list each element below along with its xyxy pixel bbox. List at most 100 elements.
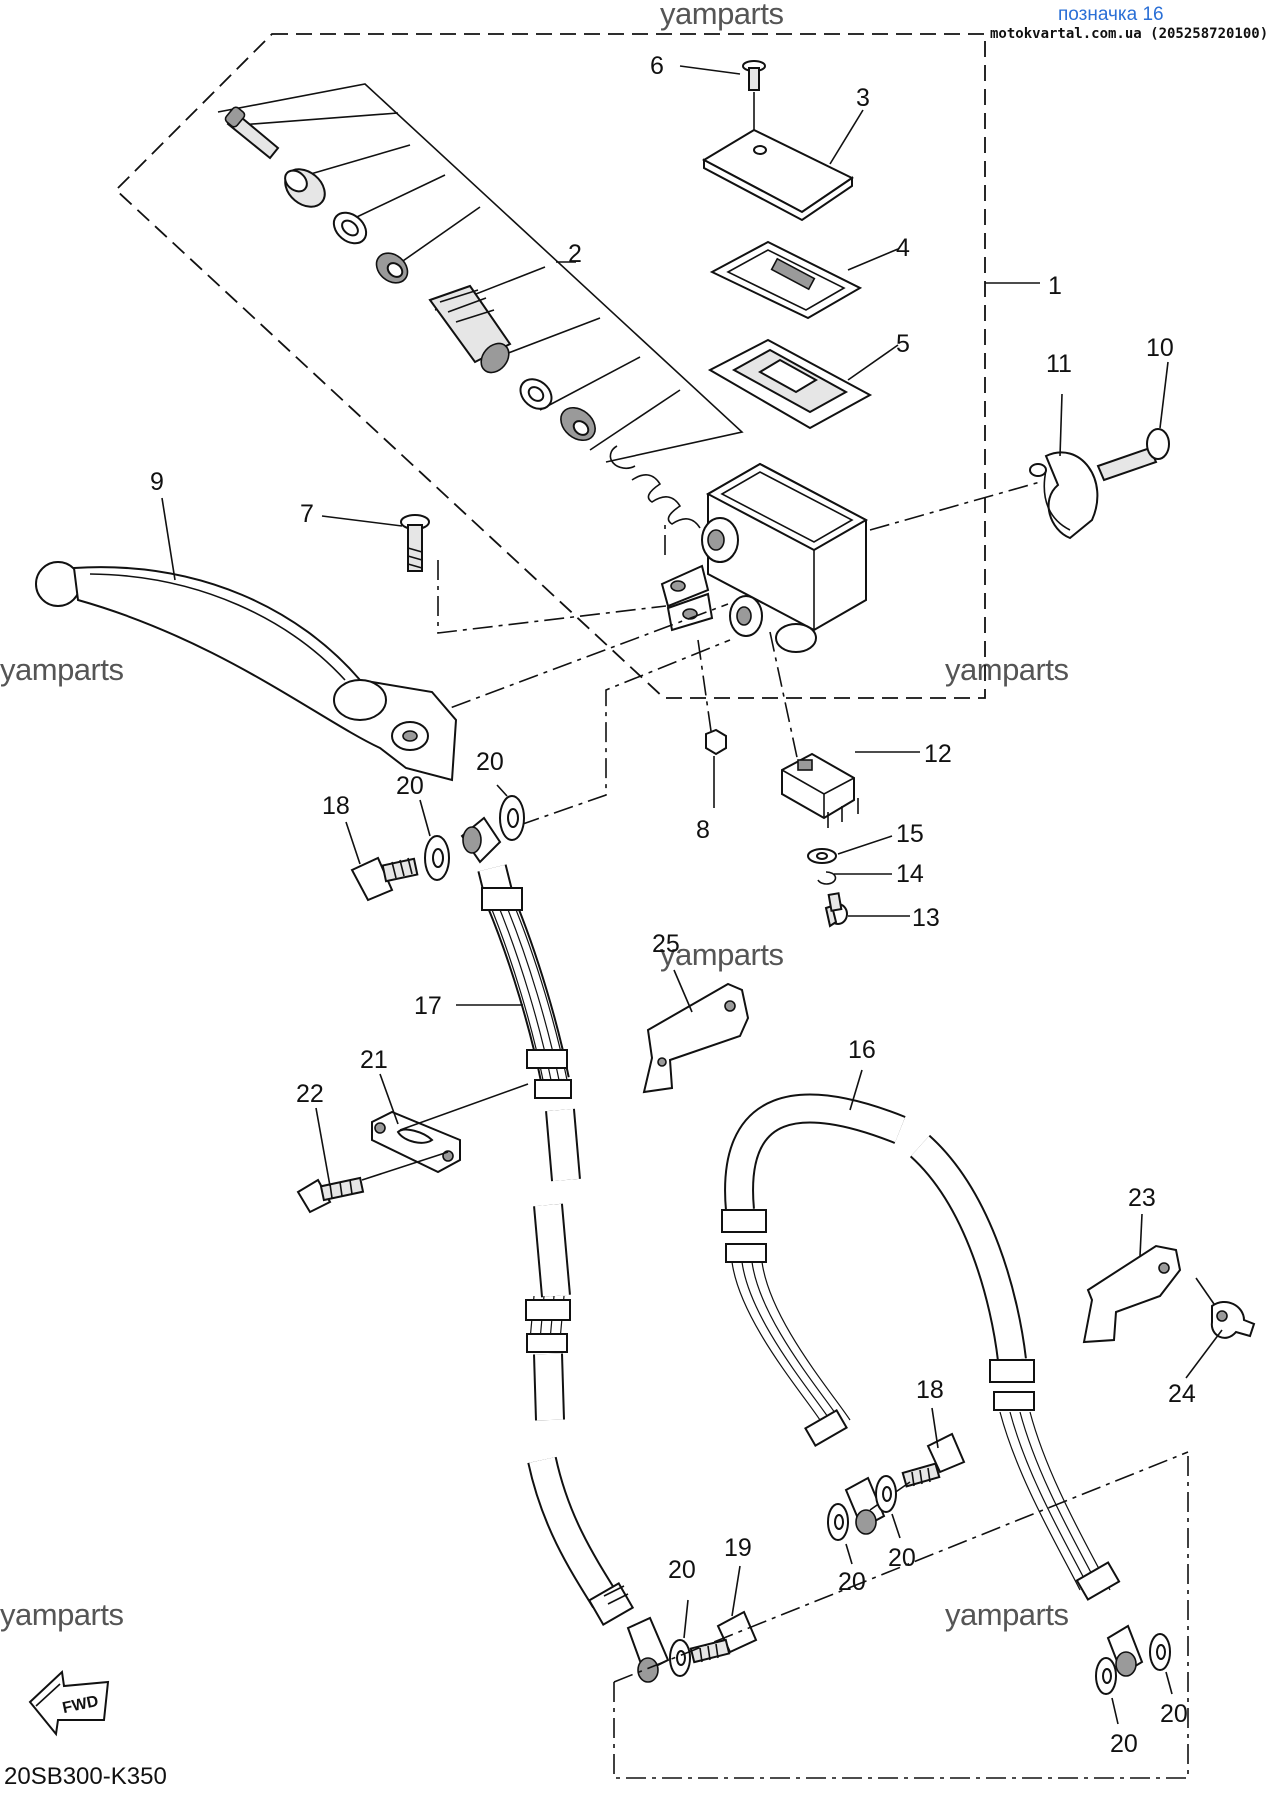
callout-22: 22 (296, 1080, 324, 1108)
callout-2: 2 (568, 240, 582, 268)
union-bolt-18-upper (350, 856, 419, 902)
watermark-left-lower: yamparts (0, 1597, 124, 1632)
nut-alignment-line (697, 639, 715, 753)
callout-12: 12 (924, 740, 952, 768)
leader-6 (679, 65, 741, 75)
copper-washer-20-f (1095, 1657, 1117, 1695)
clamp-alignment-line (869, 481, 1041, 531)
piston-kit-tick-lines (239, 112, 681, 451)
leader-5 (847, 344, 899, 381)
hose-bracket-25 (642, 982, 750, 1094)
reservoir-cap (701, 128, 854, 222)
callout-10: 10 (1146, 334, 1174, 362)
leader-20-f (1111, 1697, 1119, 1725)
banjo-alignment-line (519, 639, 731, 826)
guide-to-hose-line (399, 1083, 529, 1131)
leader-25 (673, 969, 693, 1013)
callout-14: 14 (896, 860, 924, 888)
leader-11 (1059, 393, 1063, 457)
fwd-arrow-icon: FWD (28, 1669, 110, 1737)
callout-20-c: 20 (838, 1568, 866, 1596)
piston-rod (224, 106, 280, 160)
header-site-info: motokvartal.com.ua (205258720100) (990, 26, 1269, 42)
copper-washer-20-d (875, 1475, 897, 1513)
leader-20-e (683, 1599, 689, 1639)
diagram-code: 20SB300-K350 (4, 1763, 167, 1790)
piston-cup-large (560, 406, 596, 442)
callout-7: 7 (300, 500, 314, 528)
diaphragm (707, 338, 873, 430)
callout-24: 24 (1168, 1380, 1196, 1408)
callout-6: 6 (650, 52, 664, 80)
leader-10 (1159, 361, 1169, 429)
circlip (609, 445, 636, 470)
callout-9: 9 (150, 468, 164, 496)
copper-washer-20-c (827, 1503, 849, 1541)
leader-18-lower (931, 1407, 939, 1449)
callout-labels: 1 2 3 4 5 6 7 8 9 10 11 12 13 14 15 16 1… (150, 52, 1196, 1758)
bolt-22-axis (361, 1151, 449, 1181)
callout-21: 21 (360, 1046, 388, 1074)
callout-25: 25 (652, 930, 680, 958)
watermark-right-lower: yamparts (945, 1597, 1069, 1632)
leader-20-c (845, 1543, 853, 1565)
callout-1: 1 (1048, 272, 1062, 300)
callout-11: 11 (1046, 350, 1072, 378)
bolt-22 (296, 1176, 365, 1214)
caliper-connection-boundary (613, 1452, 1189, 1779)
watermark-top: yamparts (660, 0, 784, 31)
diaphragm-plate (709, 240, 863, 320)
callout-20-a: 20 (396, 772, 424, 800)
watermark-center: yamparts (660, 937, 784, 972)
callout-20-b: 20 (476, 748, 504, 776)
leader-3 (829, 109, 864, 165)
master-cylinder-body (660, 462, 869, 653)
hose-bracket-23 (1082, 1244, 1182, 1344)
leader-16 (849, 1069, 863, 1111)
leader-15 (837, 835, 893, 855)
callout-17: 17 (414, 992, 442, 1020)
watermark-right-upper: yamparts (945, 652, 1069, 687)
callout-20-e: 20 (668, 1556, 696, 1584)
master-cylinder-assembly-boundary (114, 33, 986, 699)
dust-boot (284, 168, 326, 208)
lock-washer-14 (817, 871, 837, 885)
hose-clip-24 (1210, 1301, 1256, 1339)
leader-4 (847, 248, 899, 271)
callout-20-g: 20 (1160, 1700, 1188, 1728)
copper-washer-20-b (499, 795, 525, 841)
copper-washer-20-a (424, 835, 450, 881)
callout-18-upper: 18 (322, 792, 350, 820)
leader-20-g (1165, 1671, 1173, 1695)
lever-to-cylinder-line (417, 603, 729, 721)
lever-pivot-line (437, 560, 667, 634)
switch-alignment-line (769, 631, 799, 763)
clamp-bolt-10 (1096, 428, 1170, 482)
snap-ring-upper (332, 211, 368, 245)
screw-6 (742, 60, 766, 91)
callout-18-lower: 18 (916, 1376, 944, 1404)
leader-22 (315, 1107, 331, 1187)
callout-20-f: 20 (1110, 1730, 1138, 1758)
leader-9 (161, 497, 176, 581)
callout-4: 4 (896, 234, 910, 262)
nut-8 (705, 728, 727, 756)
callout-5: 5 (896, 330, 910, 358)
brake-hose-17 (460, 816, 670, 1683)
piston-cup-small (375, 252, 409, 284)
header-marker-link[interactable]: позначка 16 (1058, 4, 1164, 25)
caliper-connection-diagonal (613, 1451, 1189, 1683)
leader-24 (1185, 1329, 1223, 1379)
union-bolt-19 (689, 1610, 758, 1664)
brake-hose-16 (721, 1093, 1144, 1677)
piston-kit-bracket (217, 83, 744, 463)
hose-guide-21 (371, 1110, 461, 1174)
screw-13 (824, 892, 848, 928)
callout-15: 15 (896, 820, 924, 848)
leader-20-b (496, 784, 508, 797)
leader-19 (731, 1565, 741, 1617)
clip-alignment-line (1195, 1277, 1215, 1305)
leader-20-d (891, 1513, 901, 1539)
copper-washer-20-g (1149, 1633, 1171, 1671)
